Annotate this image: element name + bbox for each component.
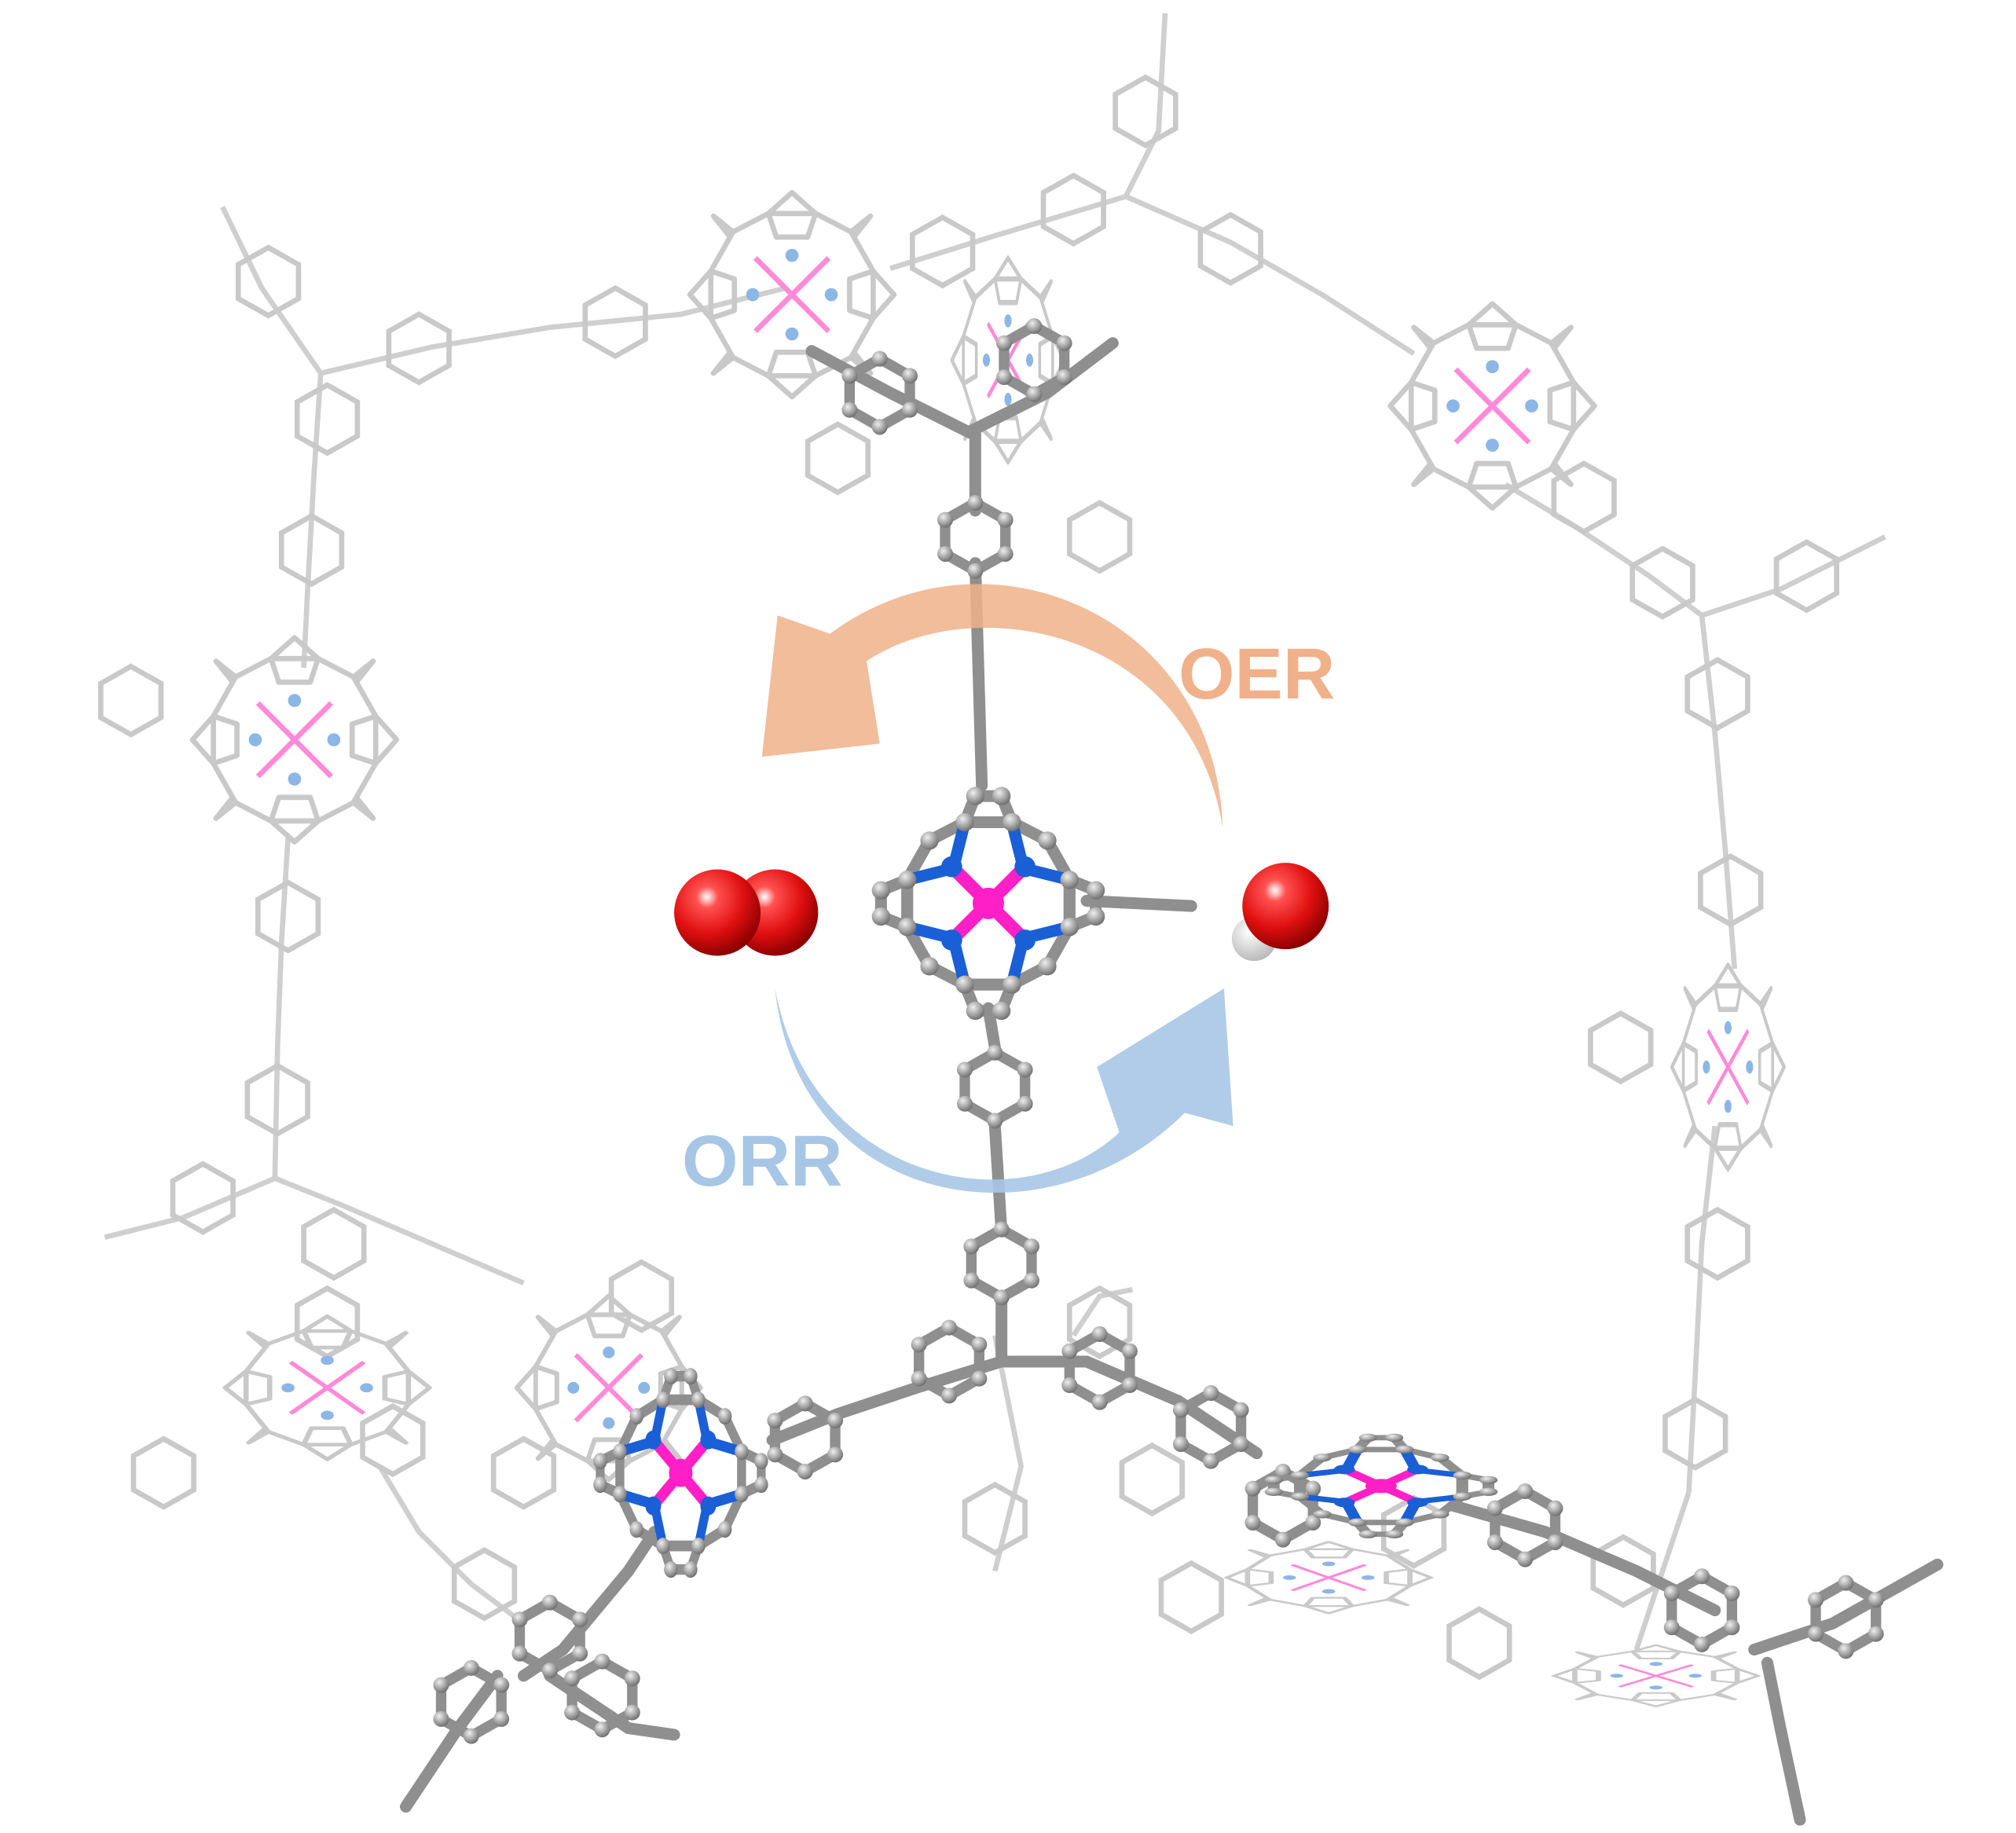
hydroxide-molecule — [1231, 863, 1329, 962]
oer-arrow — [761, 584, 1223, 828]
o2-molecule — [674, 869, 819, 956]
oer-label: OER — [1178, 634, 1336, 714]
orr-arrow — [775, 988, 1233, 1193]
orr-label: ORR — [682, 1121, 843, 1201]
framework-background — [101, 13, 1886, 1707]
